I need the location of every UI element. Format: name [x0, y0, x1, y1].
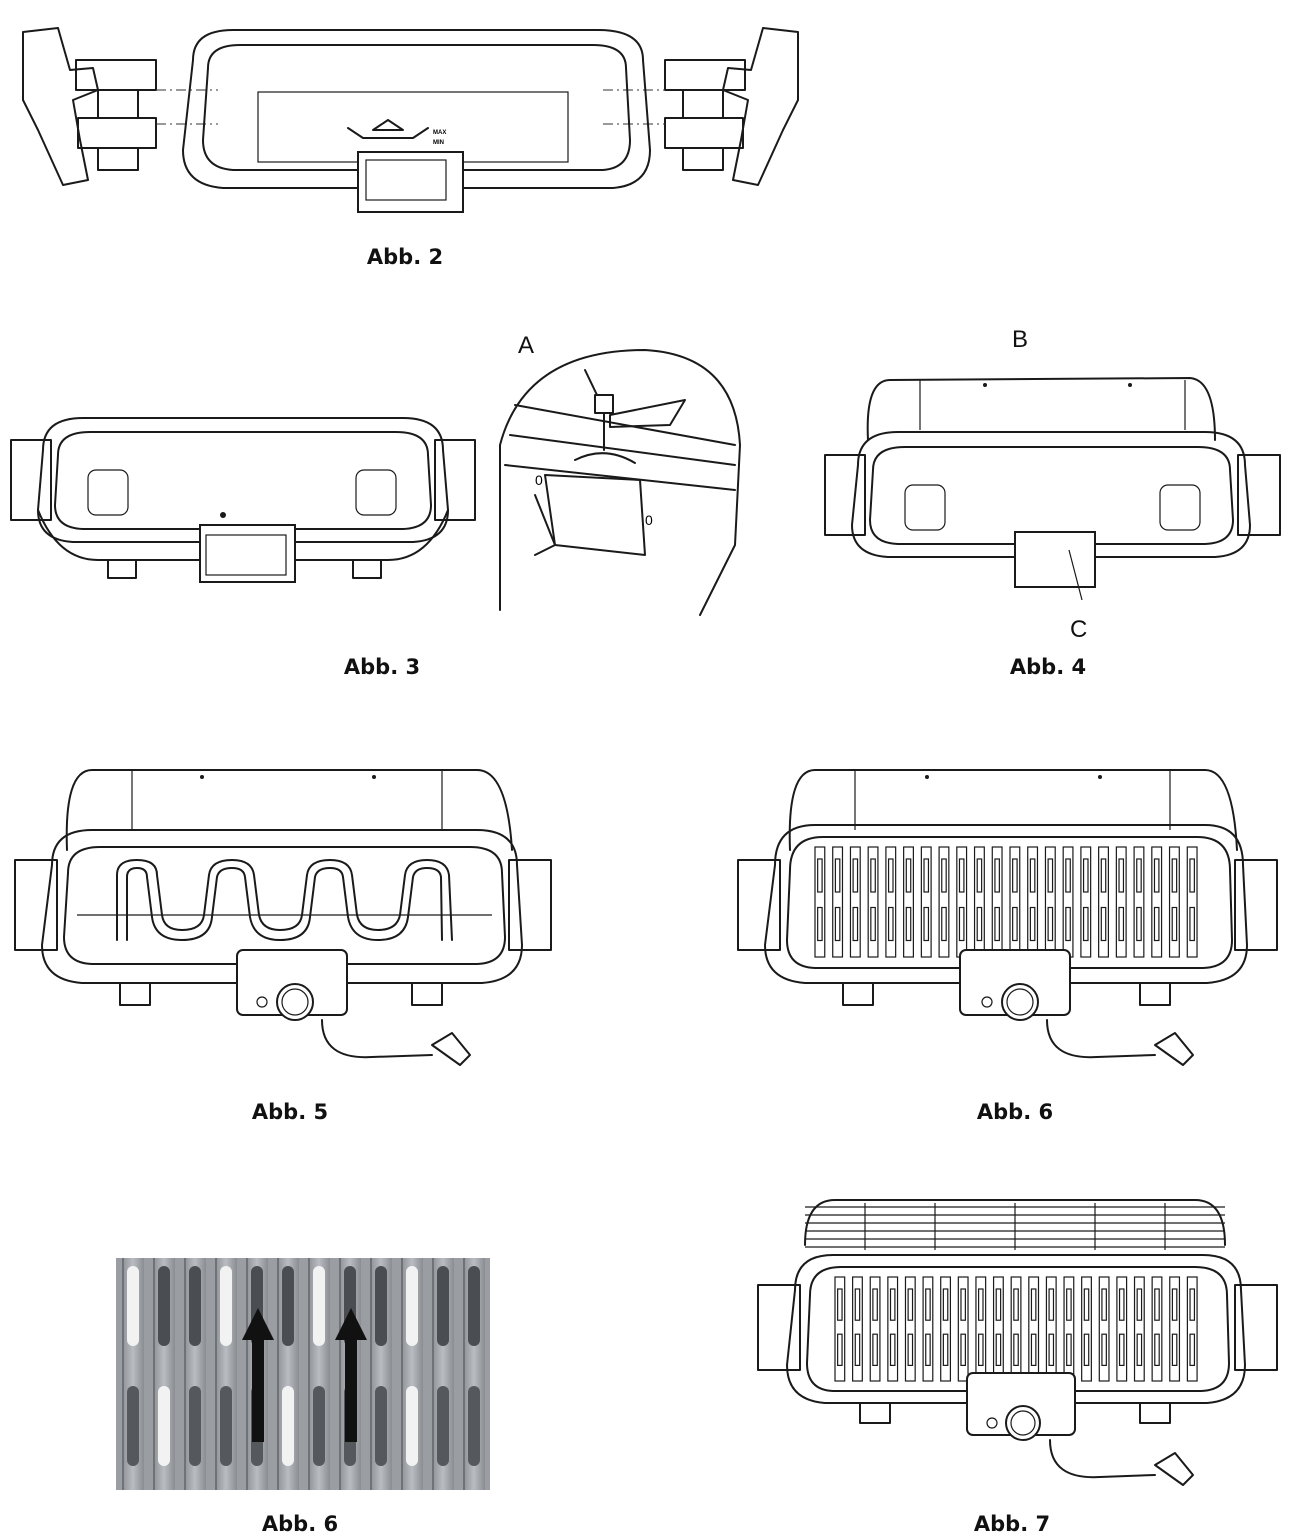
caption-abb-7: Abb. 7 [973, 1512, 1051, 1536]
grill-tub-drawing [10, 417, 476, 583]
grill-plate-slats [814, 846, 1198, 958]
svg-text:0: 0 [535, 472, 543, 488]
arrow-up-icon [242, 1308, 274, 1442]
caption-abb-6-photo: Abb. 6 [261, 1512, 339, 1536]
grill-with-windshield-drawing [824, 377, 1281, 601]
caption-abb-4: Abb. 4 [1009, 655, 1087, 679]
figure-abb-6 [735, 765, 1280, 1075]
callout-b: B [1012, 326, 1029, 353]
figure-detail-a: 0 0 [495, 345, 755, 635]
caption-abb-2: Abb. 2 [366, 245, 444, 269]
figure-abb-3 [8, 410, 478, 590]
callout-c: C [1070, 616, 1088, 643]
grill-with-heating-element-drawing [14, 769, 552, 1066]
caption-abb-3: Abb. 3 [343, 655, 421, 679]
callout-a: A [518, 332, 535, 359]
arrow-up-icon [335, 1308, 367, 1442]
figure-abb-7 [755, 1195, 1280, 1495]
warming-rack [805, 1203, 1225, 1250]
caption-abb-6: Abb. 6 [976, 1100, 1054, 1124]
grill-with-plate-drawing [737, 769, 1278, 1066]
max-mark-text: MAX [433, 130, 446, 136]
caption-abb-5: Abb. 5 [251, 1100, 329, 1124]
grill-with-rack-drawing [757, 1199, 1278, 1486]
figure-abb-2: MAX MIN [18, 20, 818, 220]
figure-abb-4 [820, 360, 1290, 601]
min-mark-text: MIN [433, 140, 444, 146]
figure-abb-6-photo [116, 1258, 490, 1490]
screw-detail-drawing: 0 0 [499, 349, 741, 616]
figure-abb-5 [12, 765, 552, 1075]
exploded-grill-drawing: MAX MIN [22, 27, 799, 213]
grill-plate-photo [116, 1258, 490, 1490]
grill-plate-slats [834, 1276, 1198, 1382]
svg-text:0: 0 [645, 512, 653, 528]
